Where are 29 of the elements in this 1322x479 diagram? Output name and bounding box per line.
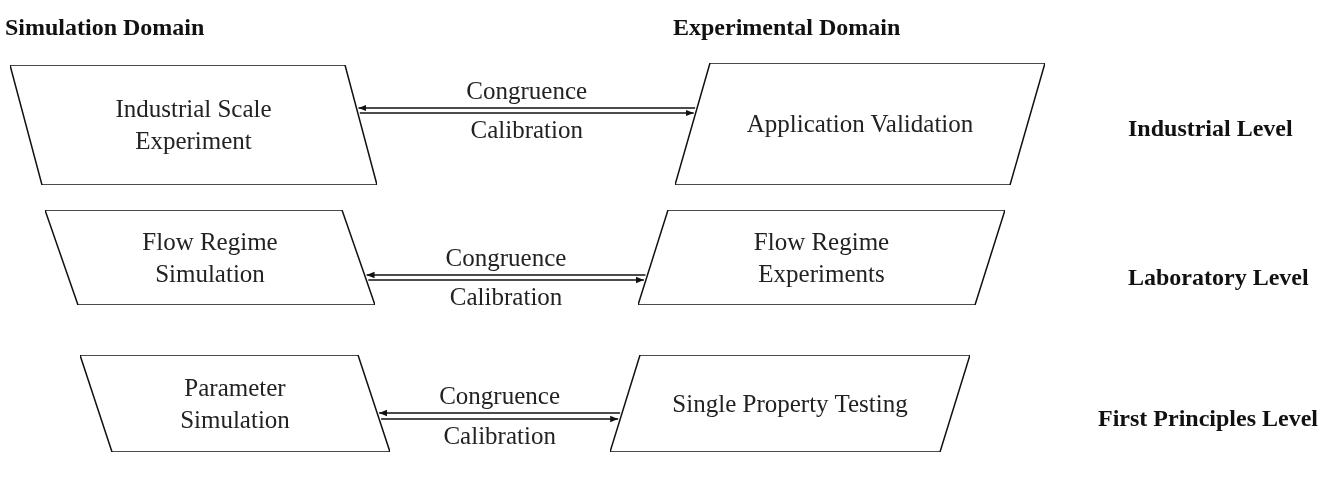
box-text: Parameter Simulation [179, 372, 291, 435]
parallelogram-box [675, 63, 1045, 185]
edge-label: Congruence [445, 244, 567, 272]
box-text: Flow Regime Experiments [752, 226, 891, 289]
parallelogram-box [45, 210, 375, 305]
parallelogram-box [10, 65, 377, 185]
edge-label: Calibration [470, 116, 583, 144]
edge-label: Congruence [466, 77, 588, 105]
column-heading: Experimental Domain [673, 13, 901, 42]
parallelogram-box [80, 355, 390, 452]
arrow [378, 409, 621, 417]
column-heading: Simulation Domain [5, 13, 205, 42]
box-text: Flow Regime Simulation [141, 226, 279, 289]
edge-label: Calibration [443, 422, 556, 450]
edge-label: Congruence [439, 382, 560, 410]
arrow [380, 415, 619, 423]
arrow [359, 109, 695, 117]
edge-label: Calibration [449, 283, 563, 311]
level-label: First Principles Level [1098, 404, 1318, 433]
box-text: Single Property Testing [671, 388, 909, 419]
arrow [365, 271, 647, 279]
parallelogram-box [638, 210, 1005, 305]
box-text: Industrial Scale Experiment [114, 94, 273, 156]
parallelogram-box [610, 355, 970, 452]
level-label: Laboratory Level [1128, 263, 1309, 292]
arrow [357, 104, 696, 112]
arrow [367, 276, 645, 284]
level-label: Industrial Level [1128, 114, 1293, 143]
box-text: Application Validation [745, 109, 975, 139]
